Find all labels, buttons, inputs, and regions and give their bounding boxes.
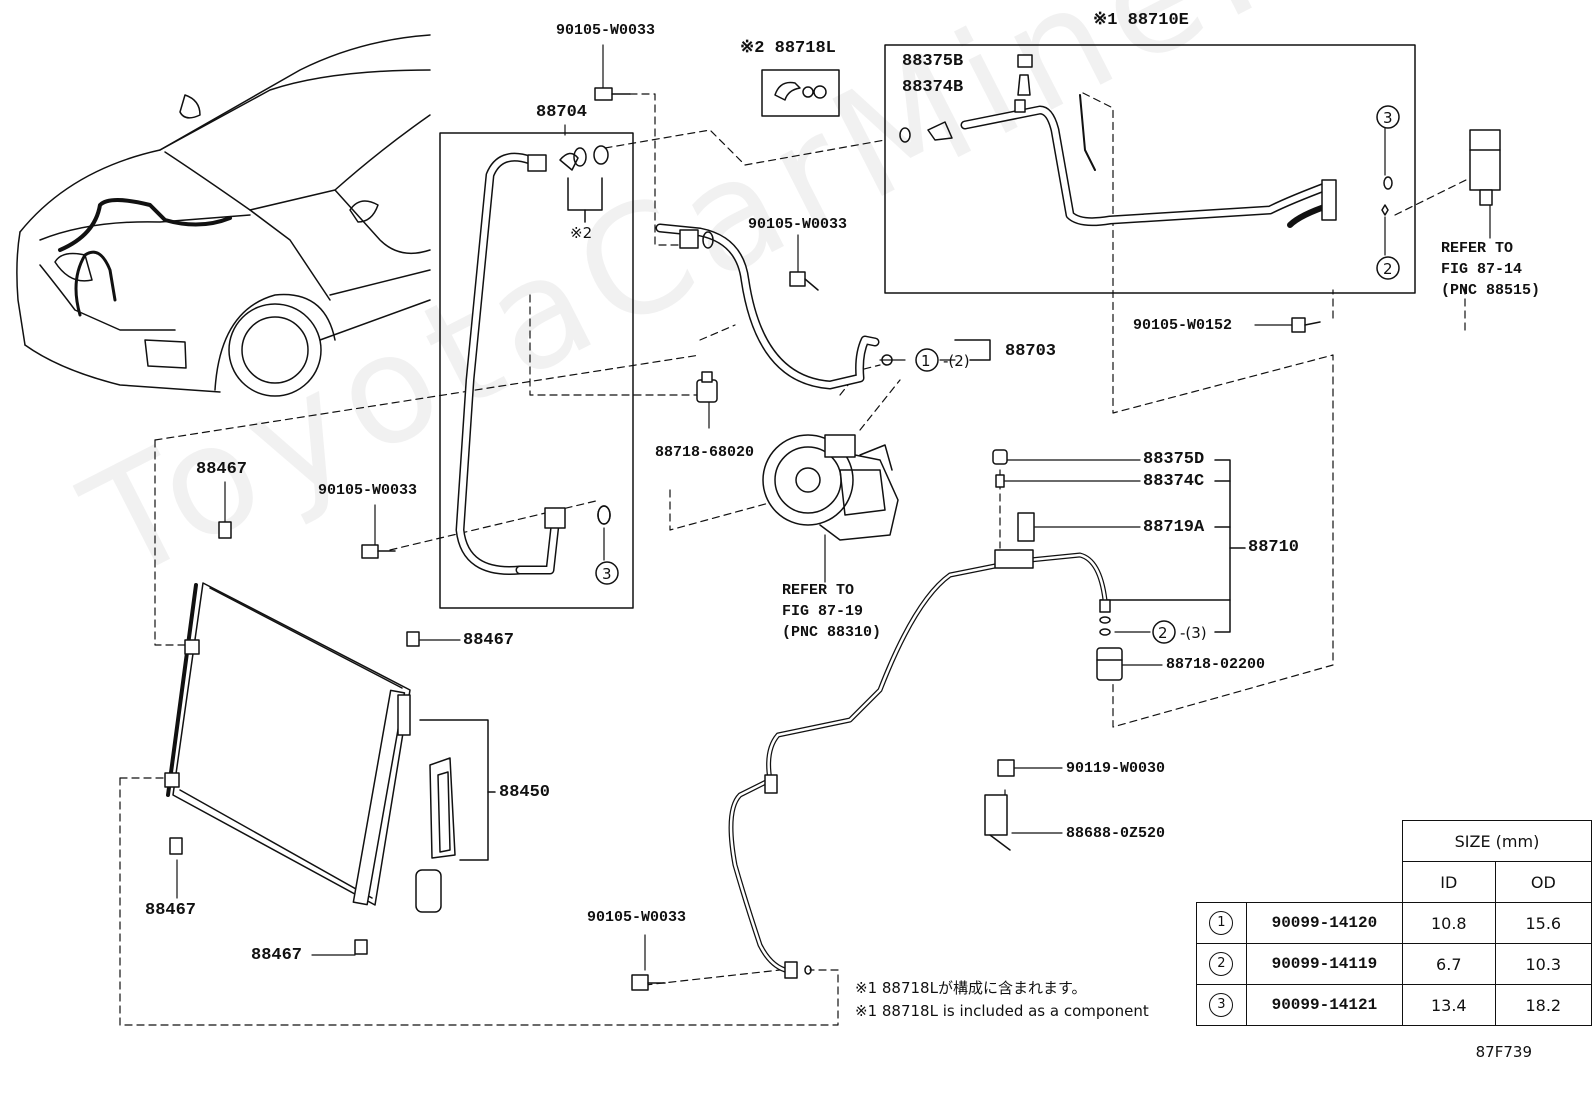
88704-hose bbox=[455, 145, 611, 575]
table-row: 1 90099-14120 10.8 15.6 bbox=[1196, 902, 1592, 944]
label-88704: 88704 bbox=[536, 103, 588, 122]
marker-3-top: 3 bbox=[1383, 109, 1393, 127]
label-88703-paren: -(2) bbox=[943, 352, 970, 370]
refer-comp-line-3: (PNC 88310) bbox=[782, 624, 882, 641]
row-number: 2 bbox=[1209, 952, 1234, 976]
row-part: 90099-14119 bbox=[1245, 943, 1403, 985]
label-88719A: 88719A bbox=[1143, 518, 1205, 537]
label-88375D: 88375D bbox=[1143, 450, 1205, 469]
label-refer-87-19: REFER TO FIG 87-19 (PNC 88310) bbox=[782, 580, 881, 643]
label-bolt-0152: 90105-W0152 bbox=[1133, 317, 1233, 334]
label-refer-87-14: REFER TO FIG 87-14 (PNC 88515) bbox=[1441, 238, 1540, 301]
row-number: 1 bbox=[1209, 911, 1234, 935]
condenser-bushings bbox=[169, 521, 420, 955]
label-88718-02200: 88718-02200 bbox=[1166, 656, 1266, 673]
88710E-pipe bbox=[899, 54, 1393, 228]
valve-caps bbox=[992, 449, 1035, 542]
refer-comp-line-2: FIG 87-19 bbox=[782, 603, 864, 620]
row-od: 10.3 bbox=[1494, 943, 1592, 985]
note-en: ※1 88718L is included as a component bbox=[855, 1002, 1149, 1020]
88718L-kit-box bbox=[761, 69, 840, 117]
row-part: 90099-14121 bbox=[1245, 984, 1403, 1026]
label-88467-b: 88467 bbox=[463, 631, 515, 650]
label-88703: 88703 bbox=[1005, 342, 1057, 361]
row-id: 13.4 bbox=[1401, 984, 1496, 1026]
88710-pipe bbox=[728, 549, 1111, 979]
88718L-kit-icons bbox=[774, 81, 827, 101]
label-note2: ※2 bbox=[570, 224, 593, 242]
label-leaders bbox=[176, 44, 1491, 971]
label-88710: 88710 bbox=[1248, 538, 1300, 557]
pressure-switch-68020 bbox=[696, 371, 718, 403]
label-bolt-top: 90105-W0033 bbox=[556, 22, 656, 39]
refer-line-3: (PNC 88515) bbox=[1441, 282, 1541, 299]
table-row: 2 90099-14119 6.7 10.3 bbox=[1196, 943, 1592, 985]
col-id: ID bbox=[1401, 861, 1496, 903]
label-88375B: 88375B bbox=[902, 52, 964, 71]
expansion-valve bbox=[1469, 129, 1501, 206]
label-bolt-bottom: 90105-W0033 bbox=[587, 909, 687, 926]
compressor bbox=[762, 434, 899, 541]
col-od: OD bbox=[1494, 861, 1592, 903]
label-88688-0Z520: 88688-0Z520 bbox=[1066, 825, 1166, 842]
label-88703-circle: 1 bbox=[921, 352, 931, 370]
label-88467-d: 88467 bbox=[251, 946, 303, 965]
note-jp: ※1 88718Lが構成に含まれます。 bbox=[855, 979, 1087, 997]
row-id: 10.8 bbox=[1401, 902, 1496, 944]
88710E-group-box bbox=[884, 44, 1416, 294]
refer-line-1: REFER TO bbox=[1441, 240, 1514, 257]
row-id: 6.7 bbox=[1401, 943, 1496, 985]
row-part: 90099-14120 bbox=[1245, 902, 1403, 944]
88703-hose bbox=[655, 223, 893, 390]
label-88718L: ※2 88718L bbox=[740, 39, 836, 58]
marker-3-mid: 3 bbox=[602, 565, 612, 583]
label-bolt-mid: 90105-W0033 bbox=[748, 216, 848, 233]
label-bolt-0030: 90119-W0030 bbox=[1066, 760, 1166, 777]
oring-markers bbox=[595, 105, 1400, 644]
receiver-desiccant bbox=[415, 757, 456, 913]
label-88374B: 88374B bbox=[902, 78, 964, 97]
figure-code: 87F739 bbox=[1475, 1043, 1532, 1061]
label-88467-a: 88467 bbox=[196, 460, 248, 479]
bolts bbox=[361, 87, 1321, 991]
label-88710-circle: 2 bbox=[1158, 624, 1168, 642]
label-bolt-left: 90105-W0033 bbox=[318, 482, 418, 499]
label-88718-68020: 88718-68020 bbox=[655, 444, 755, 461]
condenser-88450 bbox=[164, 582, 411, 906]
marker-2-top: 2 bbox=[1383, 260, 1393, 278]
label-88710E: ※1 88710E bbox=[1093, 11, 1189, 30]
refer-line-2: FIG 87-14 bbox=[1441, 261, 1523, 278]
oring-small bbox=[597, 505, 611, 525]
row-od: 15.6 bbox=[1494, 902, 1592, 944]
88704-group-box bbox=[439, 132, 634, 609]
size-header: SIZE (mm) bbox=[1401, 820, 1592, 862]
pipe-clamp-88688 bbox=[984, 794, 1011, 851]
label-88710-paren: -(3) bbox=[1180, 624, 1207, 642]
label-88450: 88450 bbox=[499, 783, 551, 802]
label-88467-c: 88467 bbox=[145, 901, 197, 920]
label-88374C: 88374C bbox=[1143, 472, 1205, 491]
table-row: 3 90099-14121 13.4 18.2 bbox=[1196, 984, 1592, 1026]
oring-size-table: SIZE (mm) ID OD 1 90099-14120 10.8 15.6 … bbox=[1196, 820, 1592, 1026]
brackets bbox=[419, 177, 1246, 861]
pressure-switch-02200 bbox=[1096, 647, 1123, 681]
car-illustration bbox=[16, 34, 431, 397]
refer-comp-line-1: REFER TO bbox=[782, 582, 855, 599]
row-od: 18.2 bbox=[1494, 984, 1592, 1026]
row-number: 3 bbox=[1209, 993, 1234, 1017]
